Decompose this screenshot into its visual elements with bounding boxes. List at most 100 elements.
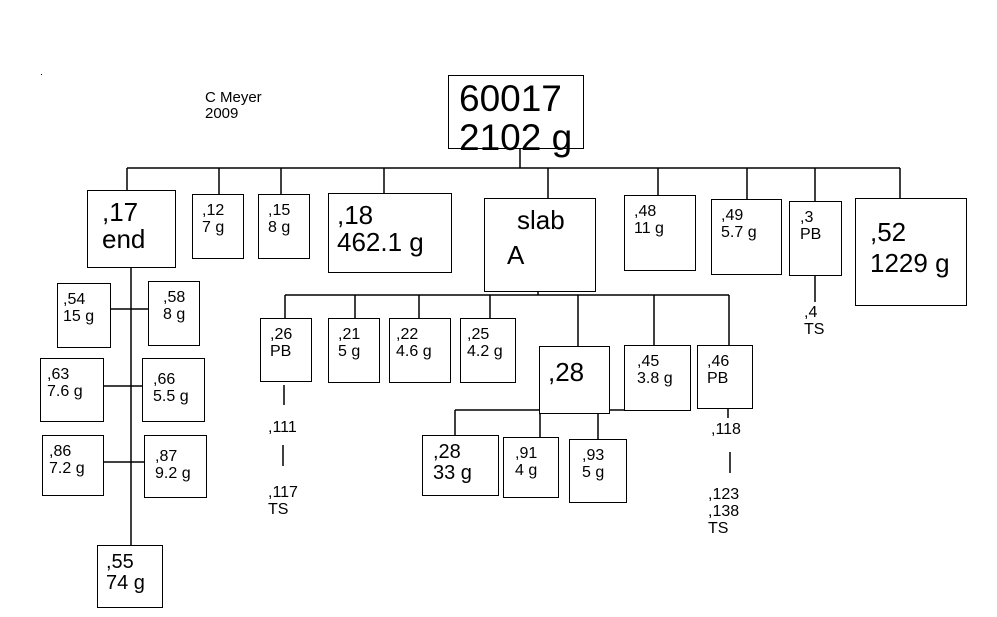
node-note: TS [268,500,289,518]
node-id: ,48 [634,203,657,220]
node-mass: 1229 g [870,248,950,279]
node-mass: 7.6 g [47,382,83,400]
node-id: ,123 [708,486,740,503]
node-id: ,118 [711,421,741,438]
node-id: ,54 [63,291,86,308]
node-mass: 33 g [433,462,472,484]
node-id: ,12 [202,202,225,219]
node-id: ,15 [268,202,291,219]
node-id: ,111 [268,419,297,436]
node-mass: 74 g [106,572,145,594]
node-note: TS [708,519,729,537]
node-id: ,25 [467,326,490,343]
node-id: slab [517,205,565,235]
node-id: 60017 [459,78,562,119]
node-118-label: ,118 [711,421,741,439]
stray-dot [41,74,42,75]
node-id: ,18 [337,200,374,230]
node-mass: 462.1 g [337,227,424,258]
node-mass: 7.2 g [49,459,85,477]
node-mass: 5.5 g [153,387,189,405]
node-note: A [507,240,525,271]
node-id: ,4 [804,304,818,321]
node-mass: 7 g [202,218,225,236]
node-id: ,22 [396,326,419,343]
node-id: ,28 [548,357,585,387]
node-note: PB [800,225,822,243]
node-id: ,117 [268,484,298,501]
node-mass: 4.2 g [467,342,503,360]
node-id: ,63 [47,366,70,383]
node-mass: 15 g [63,307,95,325]
author-year: 2009 [205,104,239,122]
author-name: C Meyer [205,89,262,106]
node-mass: 8 g [163,305,186,323]
node-id: ,86 [49,443,72,460]
node-id: ,55 [106,551,134,573]
node-mass: 5 g [582,463,605,481]
node-id: ,26 [270,326,293,343]
node-mass: 4.6 g [396,342,432,360]
node-id: ,45 [637,353,660,370]
node-mass: 4 g [515,461,538,479]
node-mass: 2102 g [459,116,573,158]
node-note: end [102,224,146,255]
node-28: ,28 [539,346,610,414]
node-id: ,21 [338,326,361,343]
node-id: ,46 [707,353,730,370]
node-note: PB [270,342,292,360]
node-mass: 5.7 g [721,223,757,241]
node-id: ,17 [102,197,139,227]
node-id: ,28 [433,441,461,463]
node-mass: 8 g [268,218,291,236]
node-id: ,138 [708,502,740,520]
node-id: ,66 [153,371,176,388]
node-111-label: ,111 [268,419,297,437]
node-id: ,93 [582,447,605,464]
author-label: C Meyer 2009 [205,90,262,122]
root-node: 60017 2102 g [448,75,584,157]
node-id: ,91 [515,445,538,462]
node-id: ,58 [163,289,186,306]
node-id: ,49 [721,207,744,224]
node-mass: 9.2 g [155,464,191,482]
node-note: TS [804,320,825,338]
node-mass: 5 g [338,342,361,360]
node-id: ,3 [800,209,814,226]
node-id: ,52 [870,217,907,247]
node-note: PB [707,369,729,387]
node-mass: 11 g [634,219,664,237]
node-id: ,87 [155,448,178,465]
node-mass: 3.8 g [637,369,673,387]
